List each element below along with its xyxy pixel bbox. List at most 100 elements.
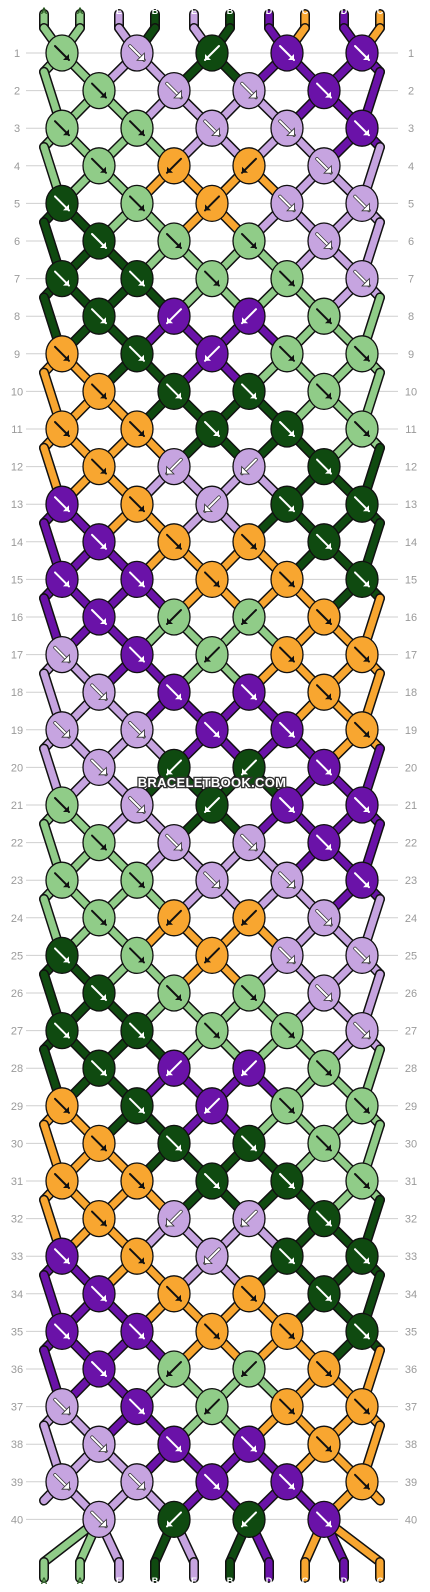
knot [307, 1049, 341, 1087]
row-number-left: 8 [14, 311, 20, 323]
arrow-down-right-icon [91, 308, 107, 325]
knot [307, 447, 341, 486]
knot [120, 1237, 154, 1275]
arrow-down-right-icon [278, 871, 296, 889]
row-number-right: 29 [405, 1101, 417, 1113]
knot [345, 1011, 379, 1050]
knot [45, 1011, 79, 1050]
arrow-down-right-icon [54, 1097, 70, 1114]
knot [307, 598, 341, 636]
start-strand-label: E [191, 6, 197, 16]
arrow-down-right-icon [165, 81, 183, 100]
arrow-down-left-icon [241, 609, 257, 625]
arrow-down-right-icon [354, 345, 370, 362]
arrow-down-right-icon [241, 1135, 257, 1152]
knot [82, 823, 116, 862]
row-number-left: 28 [11, 1063, 23, 1075]
knot [157, 1124, 191, 1163]
arrow-down-right-icon [353, 946, 371, 965]
arrow-down-right-icon [204, 1173, 220, 1189]
arrow-down-right-icon [354, 45, 370, 61]
row-number-right: 21 [405, 800, 417, 812]
arrow-down-right-icon [279, 1173, 295, 1189]
knot [120, 1387, 154, 1426]
row-number-left: 18 [11, 687, 23, 699]
knot [82, 1199, 116, 1238]
arrow-down-right-icon [128, 1473, 146, 1491]
knot [120, 184, 154, 223]
knot [270, 259, 304, 298]
knot [195, 711, 229, 749]
arrow-down-right-icon [166, 383, 182, 400]
row-number-left: 27 [11, 1026, 23, 1038]
knot [195, 560, 229, 599]
row-number-right: 24 [405, 913, 417, 925]
knot [45, 109, 79, 147]
arrow-down-left-icon [241, 1361, 257, 1377]
arrow-down-right-icon [316, 684, 332, 701]
arrow-down-right-icon [54, 872, 70, 889]
knot [270, 1237, 304, 1275]
knot [120, 560, 154, 599]
knot [270, 1312, 304, 1351]
arrow-down-right-icon [279, 646, 295, 663]
knot [157, 1275, 191, 1313]
knot [232, 1425, 266, 1463]
arrow-down-left-icon [166, 609, 182, 625]
row-number-right: 37 [405, 1402, 417, 1414]
arrow-down-right-icon [90, 1510, 108, 1529]
row-number-right: 33 [405, 1251, 417, 1263]
knot [120, 711, 154, 749]
row-number-right: 12 [405, 462, 417, 474]
knot [270, 786, 304, 824]
knot [195, 410, 229, 448]
knot [345, 560, 379, 599]
knot [195, 1011, 229, 1050]
arrow-down-right-icon [54, 797, 70, 813]
row-number-left: 24 [11, 913, 23, 925]
knot [307, 1275, 341, 1313]
knot [307, 297, 341, 335]
arrow-down-right-icon [316, 383, 332, 400]
arrow-down-right-icon [54, 1248, 70, 1265]
start-strand-label: A [77, 6, 84, 16]
arrow-down-right-icon [316, 458, 332, 475]
knot [45, 1237, 79, 1275]
row-number-left: 19 [11, 725, 23, 737]
knot [195, 1087, 229, 1125]
end-strand-label: B [152, 1576, 159, 1586]
knot [157, 1425, 191, 1463]
row-number-right: 30 [405, 1138, 417, 1150]
arrow-down-left-icon [241, 157, 257, 174]
row-number-left: 30 [11, 1138, 23, 1150]
arrow-down-right-icon [279, 797, 295, 813]
row-number-left: 17 [11, 650, 23, 662]
knot [120, 335, 154, 373]
start-strand-label: C [302, 6, 309, 16]
arrow-down-right-icon [129, 496, 145, 513]
arrow-down-right-icon [91, 1285, 107, 1302]
arrow-down-right-icon [129, 195, 145, 212]
arrow-down-left-icon [203, 1247, 221, 1265]
knot [157, 899, 191, 937]
arrow-down-right-icon [315, 157, 333, 175]
row-number-right: 16 [405, 612, 417, 624]
arrow-down-right-icon [166, 684, 182, 701]
knot [157, 823, 191, 862]
arrow-down-right-icon [354, 1323, 370, 1340]
arrow-down-right-icon [204, 270, 220, 287]
arrow-down-right-icon [279, 721, 295, 738]
arrow-down-right-icon [354, 571, 370, 588]
knot [82, 1124, 116, 1163]
knot [307, 1425, 341, 1463]
arrow-down-right-icon [91, 533, 107, 550]
knot [45, 1463, 79, 1501]
arrow-down-left-icon [241, 909, 257, 926]
arrow-down-left-icon [166, 1361, 182, 1377]
row-number-right: 11 [405, 424, 416, 436]
knot [195, 485, 229, 523]
arrow-down-right-icon [353, 269, 371, 288]
